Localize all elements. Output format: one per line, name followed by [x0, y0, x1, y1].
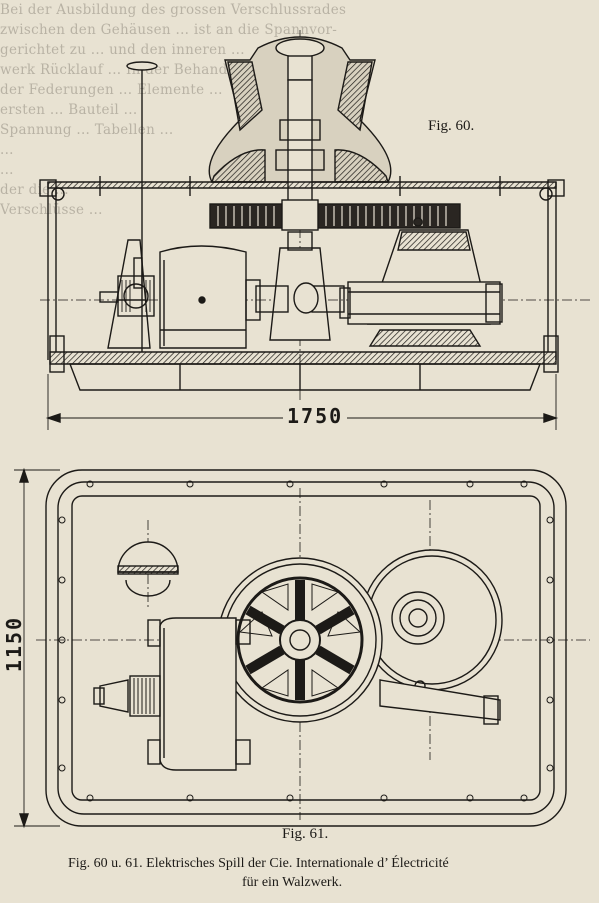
caption-line-2: für ein Walzwerk.	[242, 875, 343, 890]
caption-line-1: Fig. 60 u. 61. Elektrisches Spill der Ci…	[68, 856, 449, 871]
dimension-width-label: 1750	[283, 404, 348, 428]
bleed-through-text: Bei der Ausbildung des grossen Verschlus…	[0, 2, 347, 218]
fig61-plan	[14, 467, 590, 829]
dimension-height-label: 1150	[2, 615, 27, 673]
fig60-elevation	[39, 30, 590, 430]
fig60-label: Fig. 60.	[428, 118, 475, 134]
fig61-label: Fig. 61.	[282, 826, 329, 842]
